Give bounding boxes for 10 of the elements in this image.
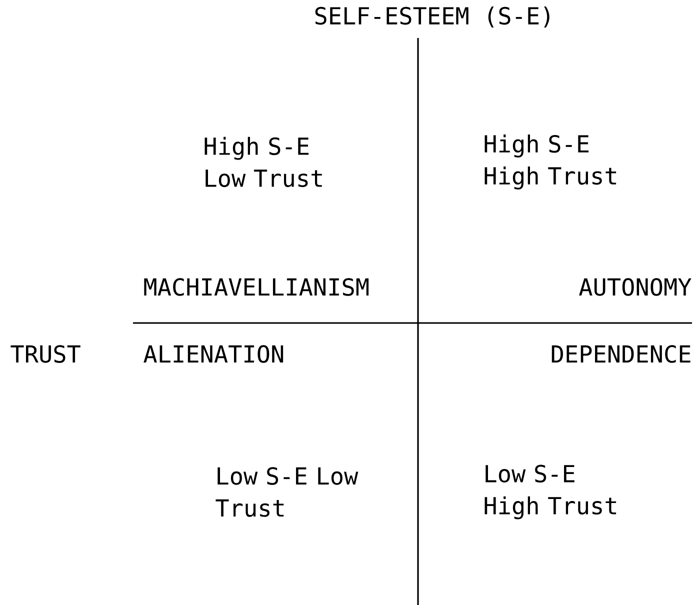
quadrant-label: Low S-E High Trust: [484, 464, 616, 520]
axis-label: SELF-ESTEEM (S-E): [315, 6, 550, 28]
quadrant-name: DEPENDENCE: [552, 345, 690, 363]
quadrant-label: High S-E Low Trust: [204, 136, 322, 188]
quadrant-name: ALIENATION: [144, 345, 284, 363]
quadrant-name: MACHIAVELLIANISM: [144, 278, 369, 296]
axis-label: TRUST: [10, 345, 80, 363]
quadrant-label: Low S-E Low Trust: [216, 467, 358, 517]
quadrant-label: High S-E High Trust: [484, 134, 616, 190]
quadrant-name: AUTONOMY: [579, 278, 692, 296]
